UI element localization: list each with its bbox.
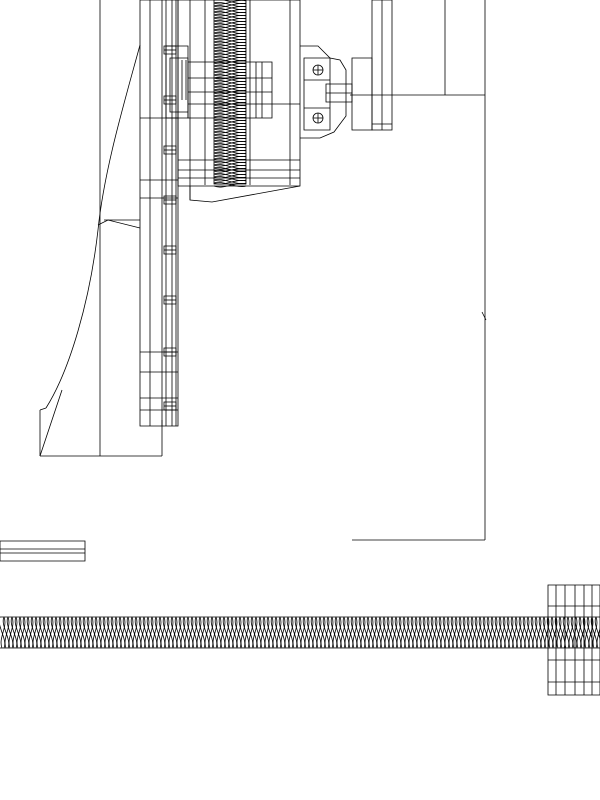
vertical-lead-screw bbox=[214, 0, 246, 187]
horizontal-lead-screw bbox=[0, 617, 600, 648]
vertical-column bbox=[140, 0, 178, 426]
screw-end-block bbox=[548, 585, 600, 695]
plate-edge bbox=[0, 541, 85, 561]
frame-outline bbox=[352, 0, 486, 540]
bearing-flange bbox=[300, 0, 485, 138]
side-plate bbox=[40, 0, 162, 456]
